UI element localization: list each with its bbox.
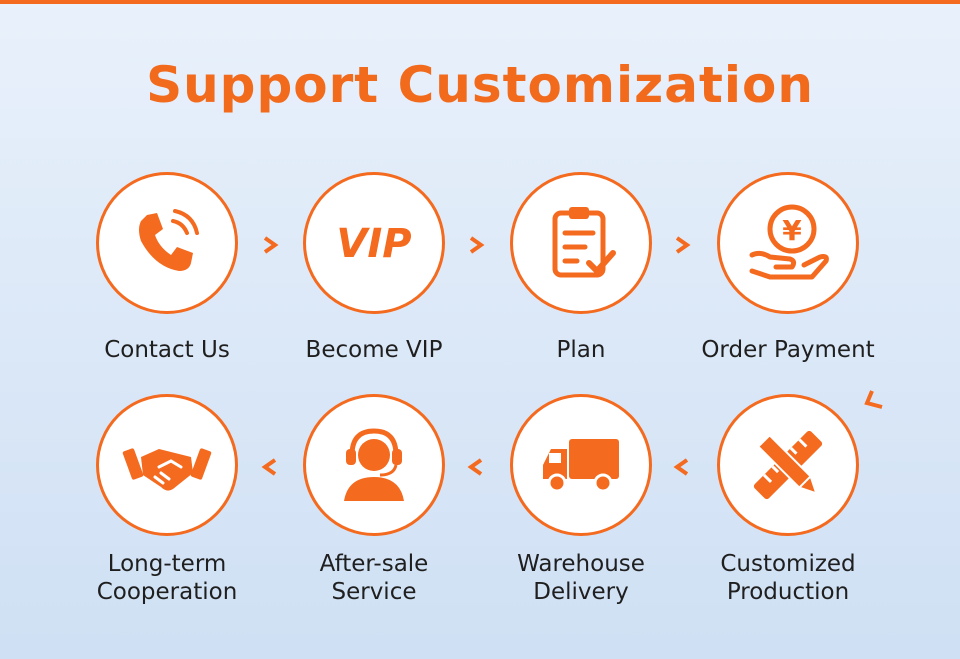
chevron-left-icon: [466, 457, 486, 477]
step-label-line: Long-term: [107, 551, 227, 577]
step-long-term-cooperation: Long-term Cooperation: [57, 394, 277, 606]
step-label: After-sale Service: [264, 550, 484, 606]
chevron-right-icon: [466, 235, 486, 255]
chevron-right-icon: [260, 235, 280, 255]
step-label: Contact Us: [104, 337, 230, 363]
chevron-down-left-icon: [862, 388, 886, 412]
step-label: Plan: [556, 337, 606, 363]
step-label-line: After-sale: [319, 551, 429, 577]
step-circle: [96, 394, 238, 536]
chevron-right-icon: [672, 235, 692, 255]
step-order-payment: ¥ Order Payment: [678, 172, 898, 364]
phone-icon: [139, 209, 199, 271]
truck-icon: [543, 439, 619, 493]
step-label-line: Cooperation: [96, 579, 238, 605]
handshake-icon: [122, 448, 212, 491]
step-label: Warehouse Delivery: [471, 550, 691, 606]
step-label: Become VIP: [305, 337, 443, 363]
step-label: Long-term Cooperation: [57, 550, 277, 606]
step-label-line: Service: [331, 579, 417, 605]
page-title: Support Customization: [146, 56, 814, 114]
step-label-line: Delivery: [533, 579, 629, 605]
step-circle: [510, 172, 652, 314]
step-label: Order Payment: [701, 337, 875, 363]
step-circle: [510, 394, 652, 536]
step-label-line: Customized: [720, 551, 856, 577]
top-accent-bar: [0, 0, 960, 4]
chevron-left-icon: [260, 457, 280, 477]
clipboard-icon: [552, 207, 616, 278]
chevron-left-icon: [672, 457, 692, 477]
yuan-coin-hand-icon: ¥: [749, 204, 829, 280]
step-plan: Plan: [471, 172, 691, 364]
step-warehouse-delivery: Warehouse Delivery: [471, 394, 691, 606]
step-circle: VIP: [303, 172, 445, 314]
headset-agent-icon: [344, 428, 404, 501]
step-label-line: Production: [726, 579, 850, 605]
step-label: Customized Production: [678, 550, 898, 606]
svg-text:VIP: VIP: [336, 221, 411, 267]
pencil-ruler-icon: [753, 430, 823, 500]
step-after-sale-service: After-sale Service: [264, 394, 484, 606]
step-circle: ¥: [717, 172, 859, 314]
step-contact-us: Contact Us: [57, 172, 277, 364]
vip-icon: VIP: [336, 221, 411, 267]
step-become-vip: VIP Become VIP: [264, 172, 484, 364]
step-circle: [303, 394, 445, 536]
step-circle: [717, 394, 859, 536]
svg-text:¥: ¥: [782, 214, 802, 247]
step-customized-production: Customized Production: [678, 394, 898, 606]
step-label-line: Warehouse: [517, 551, 645, 577]
step-circle: [96, 172, 238, 314]
